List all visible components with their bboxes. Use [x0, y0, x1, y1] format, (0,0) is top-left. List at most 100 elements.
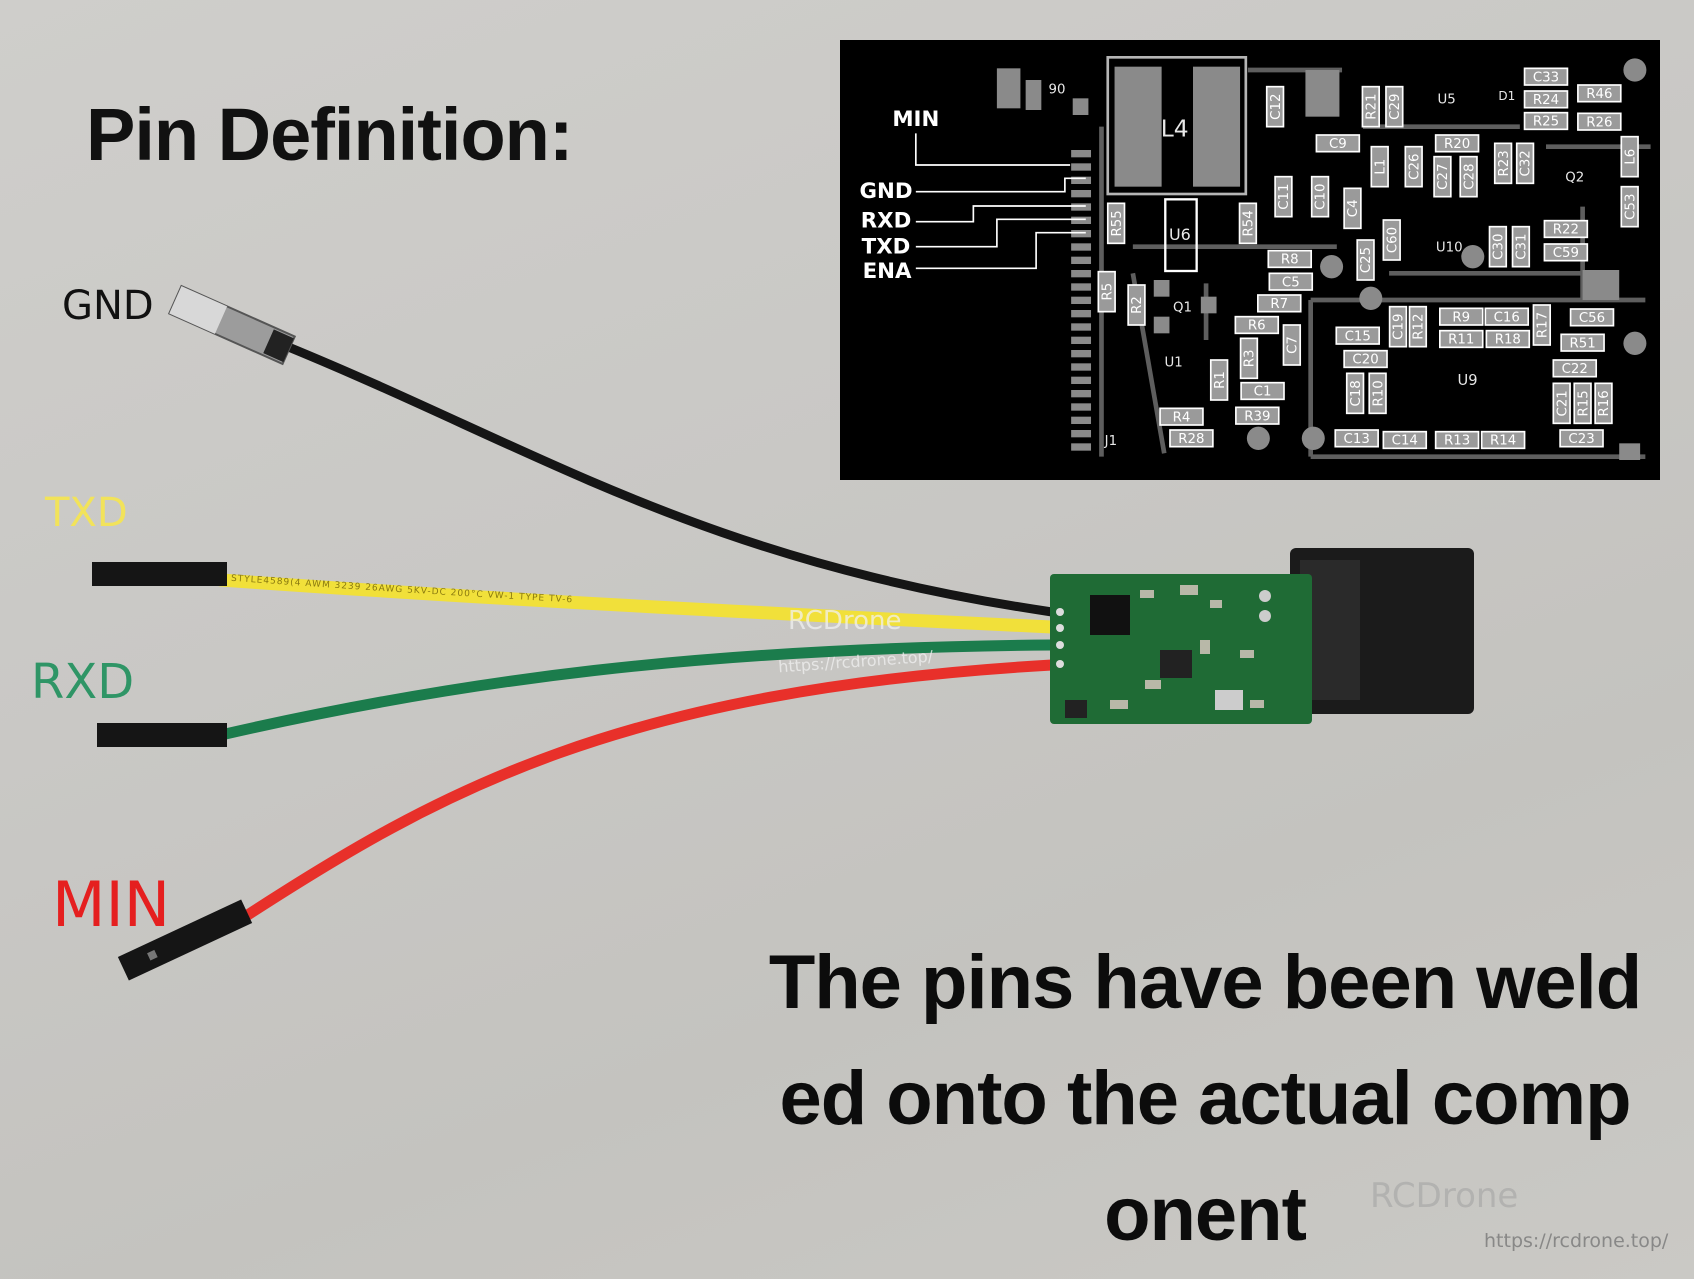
pcb-component: R17	[1532, 304, 1552, 346]
pcb-component: R5	[1097, 270, 1116, 313]
pcb-designator: J1	[1104, 434, 1117, 449]
pcb-component: R18	[1485, 329, 1531, 349]
svg-text:C56: C56	[1579, 311, 1605, 326]
pcb-pad	[1305, 70, 1340, 117]
svg-text:R1: R1	[1213, 371, 1228, 389]
svg-text:R21: R21	[1364, 94, 1379, 120]
pcb-component: R51	[1560, 333, 1605, 352]
svg-text:R8: R8	[1281, 253, 1299, 268]
pcb-component: C1	[1240, 381, 1285, 401]
connector-pad	[1071, 216, 1092, 224]
svg-text:R54: R54	[1242, 210, 1257, 236]
pcb-pad	[1153, 280, 1170, 297]
pcb-component: C12	[1265, 85, 1285, 128]
pcb-designator: D1	[1498, 89, 1515, 103]
pcb-component: R22	[1543, 219, 1589, 239]
pcb-via	[1623, 331, 1647, 355]
pcb-component: C15	[1335, 326, 1381, 345]
pcb-component: R55	[1106, 202, 1126, 245]
pcb-component: R11	[1439, 329, 1484, 349]
svg-text:C19: C19	[1392, 314, 1407, 340]
svg-text:R10: R10	[1371, 380, 1386, 406]
pcb-pad	[1025, 80, 1042, 110]
pin-label-txd: TXD	[45, 490, 128, 536]
pcb-component: C10	[1310, 175, 1330, 218]
connector-pad	[1071, 203, 1092, 211]
svg-text:R12: R12	[1412, 314, 1427, 340]
svg-text:R28: R28	[1178, 432, 1204, 447]
pcb-component: C9	[1315, 134, 1361, 153]
pcb-component: C53	[1620, 185, 1639, 228]
gnd-wire	[281, 341, 1057, 617]
rxd-wire	[215, 639, 1058, 741]
pcb-component: C14	[1382, 430, 1428, 450]
svg-text:C15: C15	[1345, 329, 1371, 344]
pcb-component: C11	[1274, 175, 1293, 218]
svg-text:C16: C16	[1494, 310, 1520, 325]
svg-text:C7: C7	[1286, 336, 1301, 354]
pcb-component: C25	[1356, 239, 1375, 281]
svg-text:R26: R26	[1586, 115, 1612, 130]
pcb-component: R4	[1159, 407, 1204, 426]
connector-pad	[1071, 363, 1092, 371]
txd-wire	[214, 573, 1059, 634]
svg-text:C4: C4	[1346, 199, 1361, 217]
connector-pad	[1071, 323, 1092, 331]
svg-text:C31: C31	[1515, 234, 1530, 260]
pcb-pad	[1153, 316, 1170, 334]
connector-pad	[1071, 230, 1092, 238]
svg-text:R3: R3	[1243, 349, 1258, 367]
pcb-component: C13	[1334, 429, 1379, 448]
svg-text:C11: C11	[1277, 184, 1292, 210]
pcb-pin-label: GND	[859, 179, 912, 204]
svg-text:R11: R11	[1448, 333, 1474, 348]
svg-text:R17: R17	[1535, 312, 1550, 338]
connector-pad	[1071, 163, 1092, 171]
connector-pad	[1071, 416, 1092, 424]
connector-pad	[1071, 243, 1092, 251]
pcb-designator: Q1	[1173, 301, 1192, 316]
connector-pad	[1071, 256, 1092, 264]
pcb-via	[1461, 245, 1485, 269]
svg-text:R16: R16	[1597, 390, 1612, 416]
svg-text:R23: R23	[1497, 150, 1512, 176]
caption-line: The pins have been weld	[768, 940, 1642, 1025]
svg-text:C22: C22	[1562, 362, 1588, 377]
watermark-url: https://rcdrone.top/	[1484, 1230, 1669, 1252]
caption: The pins have been weld ed onto the actu…	[740, 925, 1670, 1273]
pcb-pad	[1192, 66, 1241, 187]
pcb-via	[1246, 426, 1270, 450]
laser-module	[1050, 548, 1474, 724]
pcb-component: C5	[1268, 272, 1314, 291]
pcb-component: C26	[1404, 145, 1423, 188]
pcb-pin-label: ENA	[863, 259, 912, 284]
pcb-designator: L4	[1161, 115, 1189, 143]
connector-pad	[1071, 336, 1092, 344]
pcb-via	[1301, 426, 1325, 450]
pcb-pin-label: RXD	[861, 208, 912, 233]
pcb-designator: 90	[1049, 82, 1066, 97]
pcb-pin-label: TXD	[862, 234, 911, 259]
page-title: Pin Definition:	[86, 93, 573, 176]
smd-part	[1110, 700, 1128, 709]
svg-text:C59: C59	[1553, 246, 1579, 261]
svg-text:R2: R2	[1130, 296, 1145, 314]
pcb-component: R46	[1577, 84, 1622, 103]
svg-text:C33: C33	[1533, 70, 1559, 85]
connector-pad	[1071, 176, 1092, 184]
svg-text:R18: R18	[1495, 333, 1521, 348]
pcb-component: R16	[1594, 382, 1613, 425]
pcb-leader-line	[915, 177, 1086, 193]
pcb-via	[1320, 255, 1344, 279]
pcb-via	[1623, 58, 1647, 82]
pcb-component: R13	[1434, 430, 1480, 450]
pcb-component: C29	[1385, 85, 1404, 128]
svg-text:R13: R13	[1444, 434, 1470, 449]
svg-text:R15: R15	[1576, 390, 1591, 416]
svg-text:C18: C18	[1349, 380, 1364, 406]
txd-connector	[92, 562, 227, 586]
svg-text:C25: C25	[1359, 247, 1374, 273]
pcb-pin-label: MIN	[892, 107, 939, 132]
u6-outline	[1164, 198, 1198, 273]
